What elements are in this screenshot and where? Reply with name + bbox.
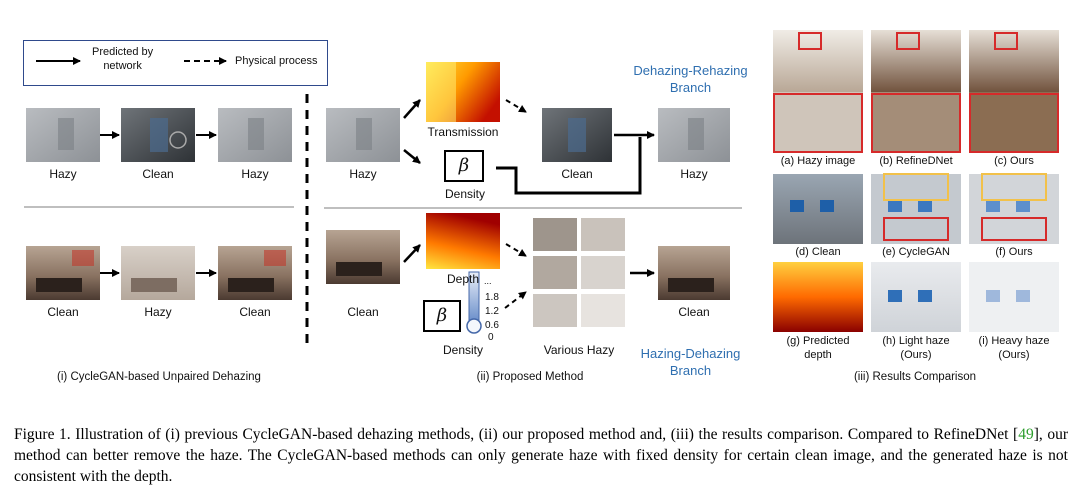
- p2-top-input-label: Hazy: [349, 167, 377, 181]
- p3-label-h: (h) Light haze (Ours): [866, 334, 966, 362]
- p3-label-h-line1: (h) Light haze: [882, 335, 950, 347]
- p3-cyclegan-office: [871, 174, 961, 244]
- p1-bottom-clean-image: [26, 246, 100, 300]
- p1-bottom-hazy-image: [121, 246, 195, 300]
- p2-bottom-output-label: Clean: [678, 305, 710, 319]
- p3-label-g-line2: depth: [804, 349, 832, 361]
- caption-part2: ], our method can better remove the haze…: [14, 426, 1068, 485]
- p2-various-hazy-grid: [533, 218, 625, 327]
- p2-bottom-clean-input: [326, 230, 400, 284]
- legend-predicted-line2: network: [103, 60, 142, 72]
- p2-bottom-input-label: Clean: [347, 305, 379, 319]
- p1-bottom-clean2-image: [218, 246, 292, 300]
- p3-predicted-depth: [773, 262, 863, 332]
- legend-predicted-line1: Predicted by: [92, 46, 154, 58]
- p3-label-f: (f) Ours: [995, 246, 1033, 258]
- p3-heavy-haze-office: [969, 262, 1059, 332]
- p2-various-hazy-label: Various Hazy: [543, 343, 615, 357]
- p2-top-hazy-input: [326, 108, 400, 162]
- p2-top-clean-image: [542, 108, 612, 162]
- slider-tick-dots: ...: [484, 276, 492, 286]
- p3-label-c: (c) Ours: [994, 155, 1034, 167]
- p1-top-label-2: Clean: [142, 167, 174, 181]
- p3-label-d: (d) Clean: [795, 246, 841, 258]
- p2-top-beta-box: β: [444, 150, 484, 182]
- hazing-branch-line2: Branch: [669, 363, 712, 378]
- p3-ours-image-1: [969, 30, 1059, 152]
- figure-caption: Figure 1. Illustration of (i) previous C…: [14, 424, 1068, 487]
- p3-ours-office: [969, 174, 1059, 244]
- p3-label-g-line1: (g) Predicted: [786, 335, 850, 347]
- p1-top-label-1: Hazy: [49, 167, 77, 181]
- slider-tick-0-6: 0.6: [485, 320, 499, 331]
- p3-label-i-line1: (i) Heavy haze: [978, 335, 1050, 347]
- slider-tick-0: 0: [488, 332, 494, 343]
- p1-bottom-label-3: Clean: [239, 305, 271, 319]
- dehazing-branch-line1: Dehazing-Rehazing: [633, 63, 748, 78]
- hazing-branch-line1: Hazing-Dehazing: [640, 346, 741, 361]
- p3-light-haze-office: [871, 262, 961, 332]
- panel1-title: (i) CycleGAN-based Unpaired Dehazing: [57, 371, 261, 383]
- dehazing-branch-line2: Branch: [669, 80, 712, 95]
- p1-top-hazy2-image: [218, 108, 292, 162]
- p3-hazy-image: [773, 30, 863, 152]
- p3-label-e: (e) CycleGAN: [882, 246, 950, 258]
- legend-box: [23, 40, 328, 86]
- p3-label-h-line2: (Ours): [900, 349, 932, 361]
- legend-predicted: Predicted by network: [92, 45, 153, 73]
- figure-graphics: [24, 30, 1059, 345]
- dehazing-rehazing-branch-label: Dehazing-Rehazing Branch: [628, 62, 753, 96]
- p2-top-density-label: Density: [444, 187, 485, 201]
- p2-depth-label: Depth: [446, 272, 480, 286]
- p2-transmission-label: Transmission: [427, 125, 499, 139]
- p3-clean-office: [773, 174, 863, 244]
- p2-top-output-label: Hazy: [680, 167, 708, 181]
- p3-label-g: (g) Predicted depth: [768, 334, 868, 362]
- slider-tick-1-8: 1.8: [485, 292, 499, 303]
- legend-physical: Physical process: [235, 55, 318, 67]
- panel2-title: (ii) Proposed Method: [476, 371, 584, 383]
- panel3-title: (iii) Results Comparison: [853, 371, 977, 383]
- p2-bottom-density-label: Density: [442, 343, 483, 357]
- p2-bottom-beta-box: β: [423, 300, 461, 332]
- p3-label-b: (b) RefineDNet: [879, 155, 953, 167]
- p3-label-a: (a) Hazy image: [780, 155, 856, 167]
- p1-top-label-3: Hazy: [241, 167, 269, 181]
- p1-top-clean-image: [121, 108, 195, 162]
- p1-top-hazy-image: [26, 108, 100, 162]
- p1-bottom-label-1: Clean: [47, 305, 79, 319]
- p2-bottom-clean-output: [658, 246, 730, 300]
- slider-tick-1-2: 1.2: [485, 306, 499, 317]
- p2-transmission-map: [426, 62, 500, 122]
- p3-label-i-line2: (Ours): [998, 349, 1030, 361]
- p2-depth-map: [426, 213, 500, 269]
- p3-label-i: (i) Heavy haze (Ours): [964, 334, 1064, 362]
- hazing-dehazing-branch-label: Hazing-Dehazing Branch: [628, 345, 753, 379]
- p1-bottom-label-2: Hazy: [144, 305, 172, 319]
- p2-top-clean-label: Clean: [561, 167, 593, 181]
- p2-top-hazy-output: [658, 108, 730, 162]
- p3-refinednet-image: [871, 30, 961, 152]
- caption-part1: Figure 1. Illustration of (i) previous C…: [14, 426, 1019, 443]
- caption-reference-link[interactable]: 49: [1018, 426, 1034, 443]
